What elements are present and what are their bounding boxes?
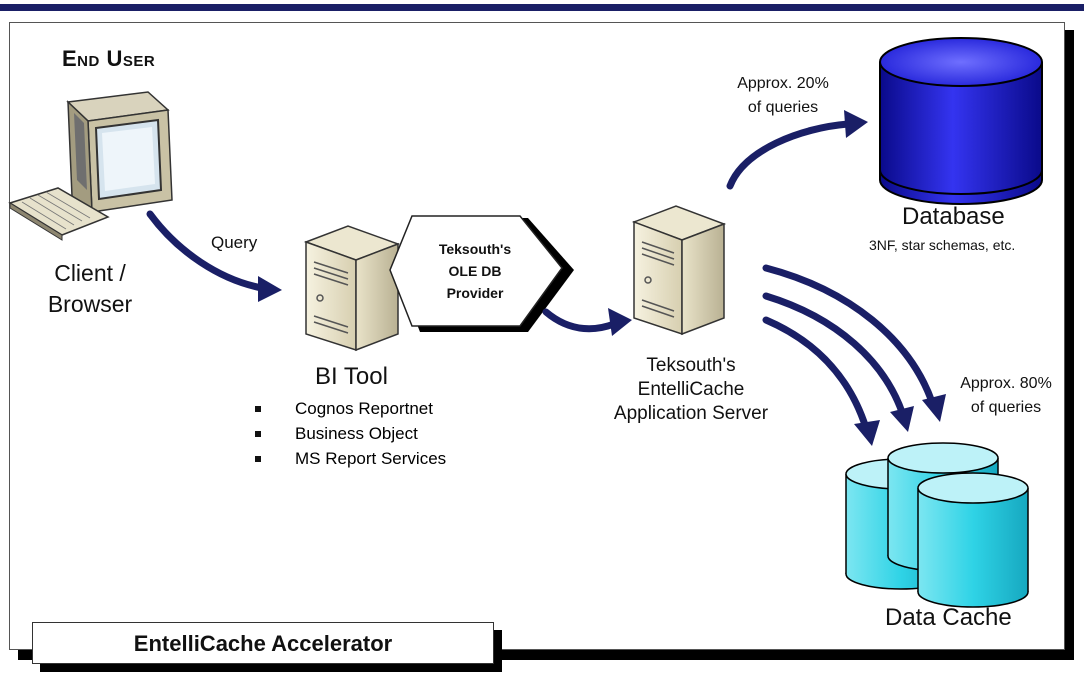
bi-tool-item-label: Cognos Reportnet	[295, 399, 433, 418]
bi-tool-item-label: MS Report Services	[295, 449, 447, 468]
app-label-line2: EntelliCache	[637, 379, 745, 400]
database-label: Database	[902, 203, 1005, 230]
app-label-line3: Application Server	[613, 403, 769, 424]
bi-tool-list-item: MS Report Services	[255, 446, 446, 471]
ole-label-line2: OLE DB	[448, 263, 502, 279]
bullet-icon	[255, 456, 261, 462]
cache-arrowhead-3	[854, 420, 880, 446]
cache-arrow-1	[762, 264, 936, 406]
cache-arrow-2	[762, 292, 906, 416]
cache-arrowhead-2	[890, 406, 914, 432]
end-user-heading: End User	[62, 46, 156, 71]
app-server-icon	[631, 205, 727, 336]
ole-db-provider-shape	[389, 215, 574, 332]
client-label-line1: Client /	[54, 260, 126, 286]
ole-label-line3: Provider	[446, 285, 504, 301]
db-arrowhead	[844, 110, 868, 138]
bi-tool-item-label: Business Object	[295, 424, 418, 443]
bullet-icon	[255, 431, 261, 437]
bi-tool-list-item: Business Object	[255, 421, 446, 446]
data-cache-icon	[845, 442, 1029, 608]
client-browser-label: Client / Browser	[40, 258, 140, 320]
footer-title: EntelliCache Accelerator	[133, 631, 393, 656]
bullet-icon	[255, 406, 261, 412]
db-arrow	[726, 120, 852, 190]
bi-tool-list-item: Cognos Reportnet	[255, 396, 446, 421]
query-arrowhead	[258, 276, 282, 302]
cache-arrowhead-1	[922, 394, 946, 422]
approx80-line1: Approx. 80%	[960, 375, 1052, 392]
approx20-line1: Approx. 20%	[737, 75, 829, 92]
approx80-line2: of queries	[970, 399, 1042, 416]
bi-tool-list: Cognos Reportnet Business Object MS Repo…	[255, 396, 446, 471]
query-arrow	[146, 210, 266, 292]
client-computer-icon	[8, 91, 173, 241]
client-label-line2: Browser	[47, 291, 133, 317]
ole-label-line1: Teksouth's	[438, 241, 512, 257]
bi-tool-server-icon	[303, 225, 401, 352]
bi-tool-label: BI Tool	[315, 363, 388, 390]
database-sublabel: 3NF, star schemas, etc.	[869, 237, 1016, 253]
approx-20-label: Approx. 20% of queries	[728, 72, 838, 120]
approx-80-label: Approx. 80% of queries	[948, 372, 1064, 420]
app-server-label: Teksouth's EntelliCache Application Serv…	[598, 354, 784, 426]
ole-db-provider-label: Teksouth's OLE DB Provider	[420, 238, 530, 304]
data-cache-label: Data Cache	[885, 604, 1012, 631]
cache-arrow-3	[762, 316, 870, 432]
database-icon	[879, 37, 1043, 205]
ole-to-app-arrow	[542, 308, 618, 333]
app-label-line1: Teksouth's	[646, 355, 736, 376]
query-label: Query	[211, 233, 258, 252]
top-bar	[0, 4, 1084, 11]
approx20-line2: of queries	[747, 99, 819, 116]
footer-box: EntelliCache Accelerator	[32, 622, 494, 664]
ole-to-app-arrowhead	[608, 308, 632, 336]
